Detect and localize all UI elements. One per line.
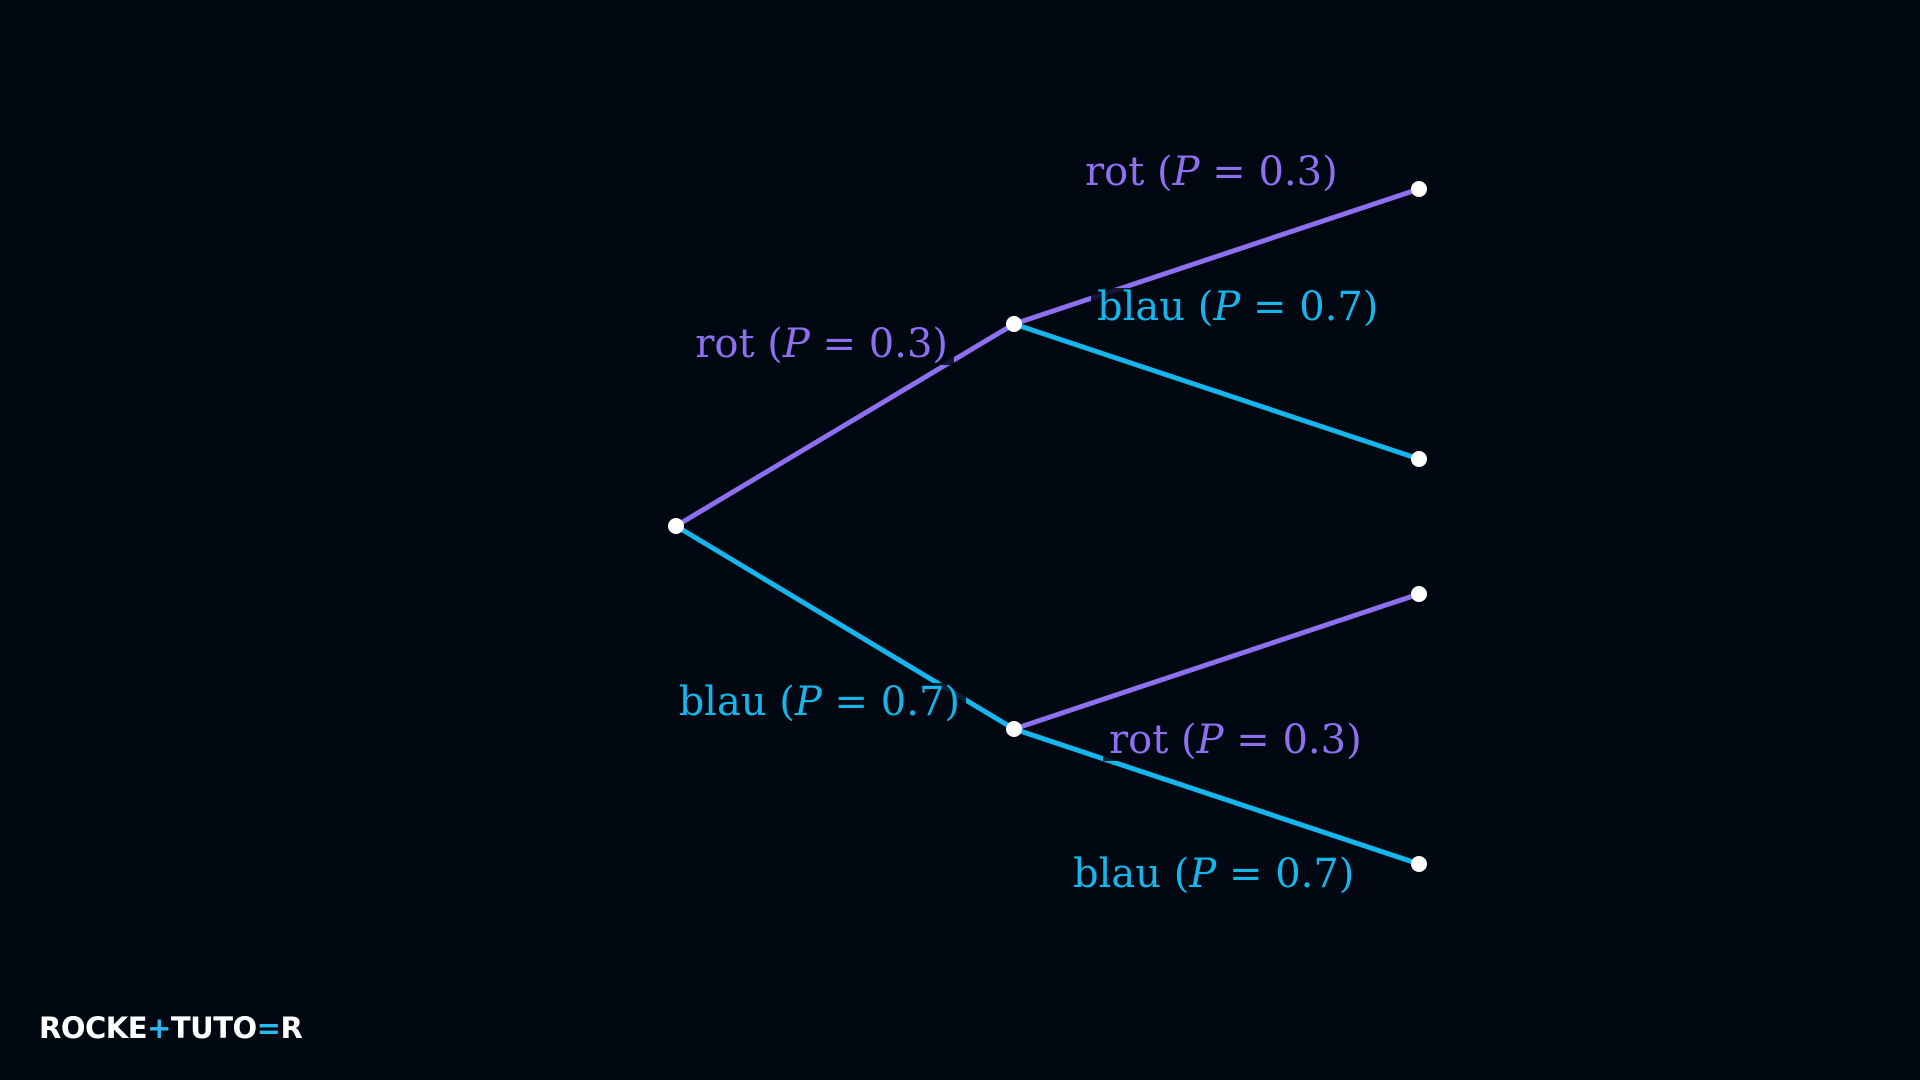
edge-rot-rot (1011, 186, 1422, 327)
edge-rot-blau (1011, 321, 1422, 462)
label-blau-halo (672, 683, 966, 723)
label-blau-rot-halo (1103, 721, 1368, 761)
edges-layer (673, 186, 1422, 867)
label-rot-halo (689, 325, 954, 365)
label-rot-blau: blau (P = 0.7) (1097, 284, 1378, 330)
edge-blau-blau (1011, 726, 1422, 867)
label-blau-blau-halo (1067, 855, 1361, 895)
node-blau (1006, 721, 1022, 737)
logo-text-2: TUTO (170, 1011, 257, 1045)
leaf-node-blau-rot (1411, 586, 1427, 602)
nodes-layer (668, 181, 1427, 872)
label-blau: blau (P = 0.7) (679, 679, 960, 725)
root-node (668, 518, 684, 534)
rocket-tutor-logo: ROCKE+TUTO=R (39, 1008, 303, 1048)
label-rot-rot-halo (1079, 153, 1344, 193)
leaf-node-rot-blau (1411, 451, 1427, 467)
label-rot-blau-halo (1091, 288, 1385, 328)
label-rot: rot (P = 0.3) (695, 321, 948, 367)
leaf-node-blau-blau (1411, 856, 1427, 872)
leaf-node-rot-rot (1411, 181, 1427, 197)
logo-text-3: R (280, 1011, 303, 1045)
labels-layer: rot (P = 0.3) rot (P = 0.3) blau (P = 0.7)… (672, 149, 1385, 897)
label-rot-rot: rot (P = 0.3) (1085, 149, 1338, 195)
node-rot (1006, 316, 1022, 332)
logo-equals: = (256, 1011, 281, 1045)
edge-blau-rot (1011, 591, 1422, 732)
logo-plus: + (147, 1011, 171, 1045)
logo-text-1: ROCKE (39, 1011, 148, 1045)
label-blau-blau: blau (P = 0.7) (1073, 851, 1354, 897)
label-blau-rot: rot (P = 0.3) (1109, 717, 1362, 763)
edge-rot (673, 321, 1017, 529)
